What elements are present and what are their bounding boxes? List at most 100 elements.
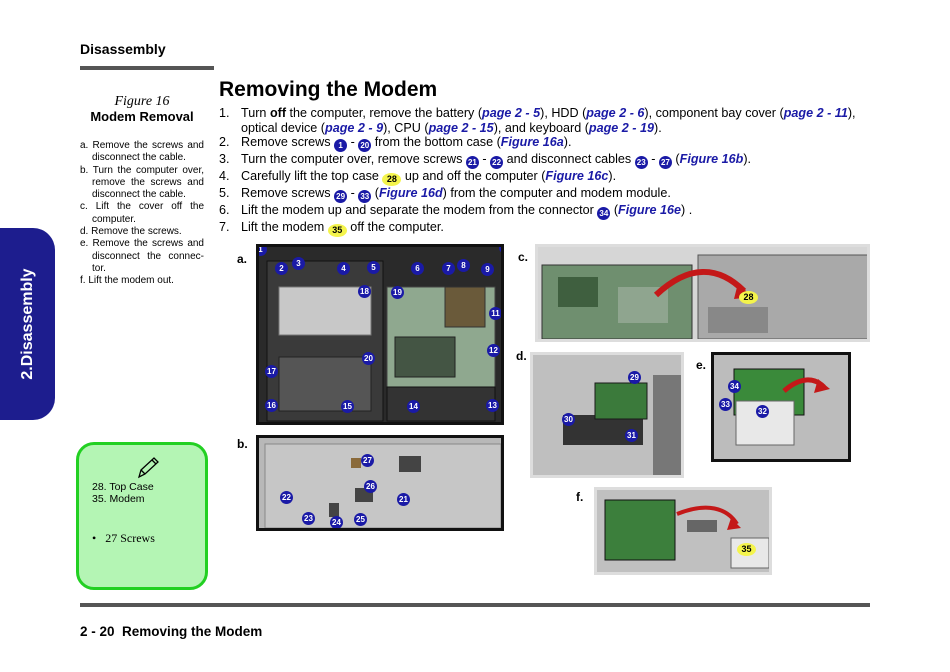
- callout-badge: 8: [457, 259, 470, 272]
- caption-d: d. Remove the screws.: [80, 226, 182, 238]
- callout-badge: 15: [341, 400, 354, 413]
- callout-badge: 25: [354, 513, 367, 526]
- callout-badge: 24: [330, 516, 343, 528]
- callout-badge: 32: [756, 405, 769, 418]
- step-1: 1.Turn off the computer, remove the batt…: [219, 106, 856, 135]
- caption-a: a. Remove the screws and disconnect the …: [80, 140, 204, 164]
- bottom-rule: [80, 603, 870, 607]
- callout-badge: 27: [361, 454, 374, 467]
- photo-e-label: e.: [696, 358, 707, 372]
- procedure-steps: 1.Turn off the computer, remove the batt…: [219, 106, 859, 238]
- callout-badge: 22: [280, 491, 293, 504]
- photo-c-top-case: 28: [535, 244, 870, 342]
- callout-badge: 5: [367, 261, 380, 274]
- page-link[interactable]: page 2 - 11: [783, 106, 848, 120]
- page-link[interactable]: page 2 - 6: [586, 106, 645, 120]
- caption-f: f. Lift the modem out.: [80, 275, 174, 287]
- callout-badge: 1: [259, 247, 267, 256]
- page-title: Removing the Modem: [219, 78, 438, 101]
- figure-link[interactable]: Figure 16b: [679, 152, 744, 167]
- photo-b-label: b.: [237, 437, 248, 451]
- part-badge: 28: [739, 291, 758, 304]
- part-badge: 35: [737, 543, 756, 556]
- pencil-icon: [137, 457, 159, 479]
- step-2: 2.Remove screws 1 - 20 from the bottom c…: [219, 135, 572, 153]
- note-box: 28. Top Case 35. Modem • 27 Screws: [76, 442, 208, 590]
- callout-badge: 1: [334, 139, 348, 153]
- photo-b-keyboard-bay: 27 26 21 22 23 24 25: [256, 435, 504, 531]
- callout-badge: 13: [486, 399, 499, 412]
- chapter-side-tab: 2.Disassembly: [0, 228, 55, 420]
- caption-c: c. Lift the cover off the computer.: [80, 201, 204, 225]
- callout-badge: 12: [487, 344, 500, 357]
- photo-a-bottom-case: 1 2 3 4 5 6 7 8 9 10 11 12 13 14 15 16 1…: [256, 244, 504, 425]
- callout-badge: 23: [302, 512, 315, 525]
- section-header: Disassembly: [80, 41, 166, 57]
- part-badge: 28: [382, 173, 402, 187]
- caption-b: b. Turn the computer over, remove the sc…: [80, 164, 204, 201]
- footer-title: Removing the Modem: [122, 624, 263, 639]
- callout-badge: 34: [597, 207, 611, 221]
- callout-badge: 7: [442, 262, 455, 275]
- callout-badge: 20: [362, 352, 375, 365]
- part-badge: 35: [327, 224, 347, 238]
- caption-e: e. Remove the screws and disconnect the …: [80, 238, 204, 274]
- step-3: 3.Turn the computer over, remove screws …: [219, 152, 752, 170]
- step-4: 4.Carefully lift the top case 28 up and …: [219, 169, 617, 187]
- callout-badge: 6: [411, 262, 424, 275]
- callout-badge: 17: [265, 365, 278, 378]
- figure-link[interactable]: Figure 16d: [378, 186, 443, 201]
- callout-badge: 3: [292, 257, 305, 270]
- callout-badge: 23: [634, 156, 648, 170]
- callout-badge: 30: [562, 413, 575, 426]
- callout-badge: 9: [481, 263, 494, 276]
- callout-badge: 34: [728, 380, 741, 393]
- photo-f-modem-out: 35: [594, 487, 772, 575]
- photo-e-connector: 34 33 32: [711, 352, 851, 462]
- callout-badge: 33: [719, 398, 732, 411]
- figure-label: Figure 16: [114, 94, 170, 109]
- photo-c-label: c.: [518, 250, 529, 264]
- photo-f-label: f.: [576, 490, 584, 504]
- page-link[interactable]: page 2 - 15: [428, 120, 494, 135]
- figure-link[interactable]: Figure 16a: [500, 135, 564, 150]
- callout-badge: 29: [628, 371, 641, 384]
- page-link[interactable]: page 2 - 9: [325, 120, 384, 135]
- step-6: 6.Lift the modem up and separate the mod…: [219, 203, 693, 221]
- callout-badge: 19: [391, 286, 404, 299]
- page-link[interactable]: page 2 - 5: [482, 106, 541, 120]
- callout-badge: 29: [334, 190, 348, 204]
- photo-d-label: d.: [516, 349, 527, 363]
- figure-link[interactable]: Figure 16e: [618, 203, 682, 218]
- callout-badge: 18: [358, 285, 371, 298]
- callout-badge: 31: [625, 429, 638, 442]
- callout-badge: 10: [499, 247, 501, 254]
- step-5: 5.Remove screws 29 - 33 (Figure 16d) fro…: [219, 186, 671, 204]
- figure-caption-list: a. Remove the screws and disconnect the …: [80, 140, 204, 288]
- figure-link[interactable]: Figure 16c: [545, 169, 609, 184]
- note-part-item: 28. Top Case: [92, 481, 154, 493]
- callout-badge: 21: [465, 156, 479, 170]
- top-rule: [80, 66, 214, 70]
- page-link[interactable]: page 2 - 19: [588, 120, 655, 135]
- page-number: 2 - 20: [80, 624, 115, 639]
- photo-d-modem-screws: 29 30 31: [530, 352, 684, 478]
- callout-badge: 21: [397, 493, 410, 506]
- photo-a-label: a.: [237, 252, 248, 266]
- callout-badge: 22: [490, 156, 504, 170]
- figure-title: Modem Removal: [90, 109, 194, 124]
- callout-badge: 20: [358, 139, 372, 153]
- note-parts-list: 28. Top Case 35. Modem: [92, 481, 154, 505]
- callout-badge: 11: [489, 307, 501, 320]
- page-footer: 2 - 20 Removing the Modem: [80, 624, 262, 639]
- callout-badge: 26: [364, 480, 377, 493]
- callout-badge: 2: [275, 262, 288, 275]
- step-7: 7.Lift the modem 35 off the computer.: [219, 220, 444, 238]
- side-tab-label: 2.Disassembly: [18, 268, 36, 380]
- callout-badge: 27: [658, 156, 672, 170]
- callout-badge: 16: [265, 399, 278, 412]
- callout-badge: 14: [407, 400, 420, 413]
- note-screw-count: • 27 Screws: [92, 531, 155, 545]
- note-part-item: 35. Modem: [92, 493, 145, 505]
- callout-badge: 4: [337, 262, 350, 275]
